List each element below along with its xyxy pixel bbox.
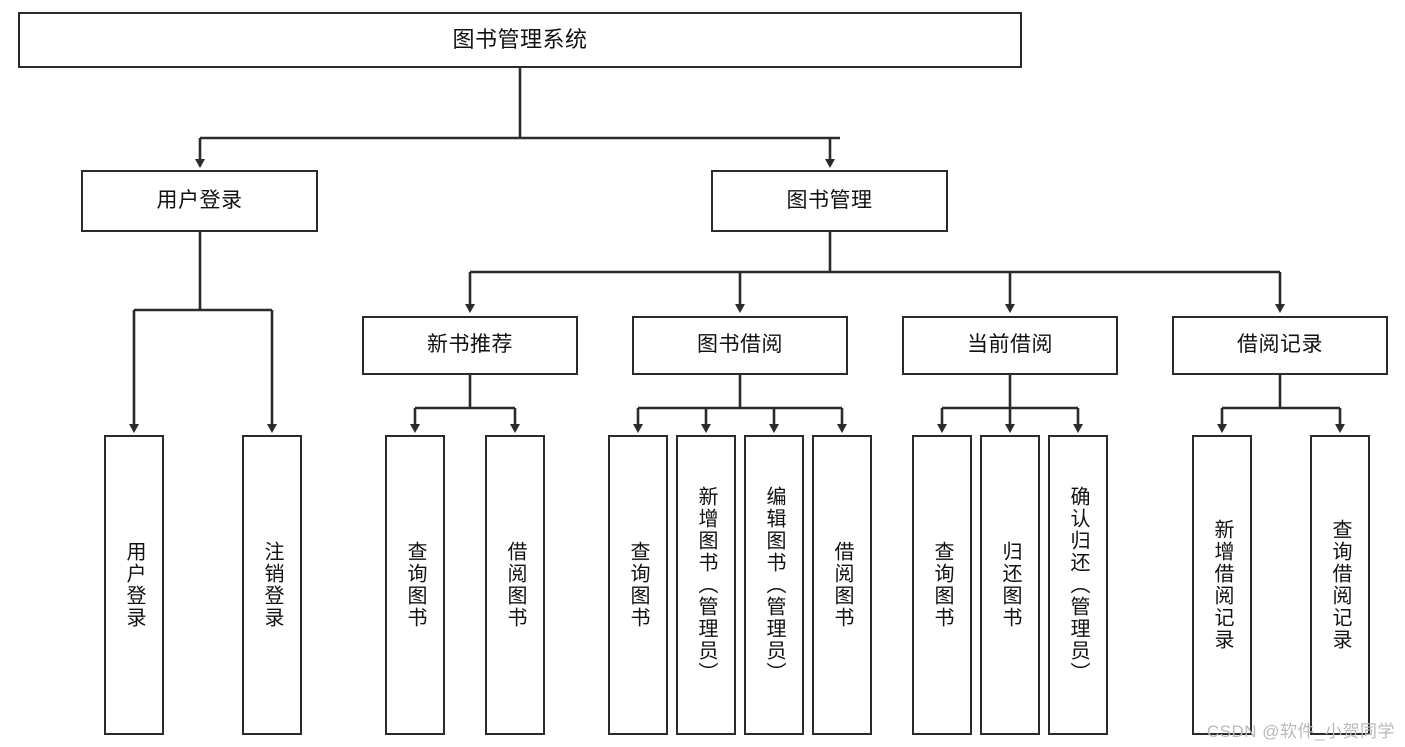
- node-current-borrow-label: 当前借阅: [967, 333, 1053, 357]
- node-leaf-edit-book[interactable]: 编辑图书（管理员）: [744, 435, 804, 735]
- node-book-management-label: 图书管理: [786, 188, 873, 212]
- node-root[interactable]: 图书管理系统: [18, 12, 1022, 68]
- node-new-book-recommend[interactable]: 新书推荐: [362, 316, 578, 375]
- node-borrow-record[interactable]: 借阅记录: [1172, 316, 1388, 375]
- node-leaf-query-book-1-label: 查询图书: [404, 541, 426, 629]
- node-leaf-confirm-return-label: 确认归还（管理员）: [1067, 486, 1089, 684]
- node-book-borrow[interactable]: 图书借阅: [632, 316, 848, 375]
- node-leaf-add-record-label: 新增借阅记录: [1211, 519, 1233, 651]
- node-book-management[interactable]: 图书管理: [711, 170, 948, 232]
- node-leaf-borrow-book-2-label: 借阅图书: [831, 541, 853, 629]
- node-leaf-logout[interactable]: 注销登录: [242, 435, 302, 735]
- node-leaf-add-record[interactable]: 新增借阅记录: [1192, 435, 1252, 735]
- node-leaf-user-login[interactable]: 用户登录: [104, 435, 164, 735]
- node-borrow-record-label: 借阅记录: [1237, 333, 1323, 357]
- node-root-label: 图书管理系统: [452, 27, 588, 53]
- node-leaf-query-book-2-label: 查询图书: [627, 541, 649, 629]
- node-leaf-query-book-3[interactable]: 查询图书: [912, 435, 972, 735]
- node-leaf-query-book-2[interactable]: 查询图书: [608, 435, 668, 735]
- node-leaf-query-book-1[interactable]: 查询图书: [385, 435, 445, 735]
- node-book-borrow-label: 图书借阅: [697, 333, 783, 357]
- node-leaf-confirm-return[interactable]: 确认归还（管理员）: [1048, 435, 1108, 735]
- node-current-borrow[interactable]: 当前借阅: [902, 316, 1118, 375]
- node-leaf-add-book-label: 新增图书（管理员）: [695, 486, 717, 684]
- node-leaf-logout-label: 注销登录: [261, 541, 283, 629]
- node-leaf-borrow-book-1-label: 借阅图书: [504, 541, 526, 629]
- node-user-login[interactable]: 用户登录: [81, 170, 318, 232]
- csdn-watermark: CSDN @软件_小贺同学: [1206, 722, 1395, 741]
- node-user-login-label: 用户登录: [156, 188, 243, 212]
- node-leaf-query-record[interactable]: 查询借阅记录: [1310, 435, 1370, 735]
- node-leaf-return-book[interactable]: 归还图书: [980, 435, 1040, 735]
- node-leaf-borrow-book-1[interactable]: 借阅图书: [485, 435, 545, 735]
- node-leaf-return-book-label: 归还图书: [999, 541, 1021, 629]
- node-new-book-recommend-label: 新书推荐: [427, 333, 513, 357]
- node-leaf-query-record-label: 查询借阅记录: [1329, 519, 1351, 651]
- node-leaf-borrow-book-2[interactable]: 借阅图书: [812, 435, 872, 735]
- node-leaf-query-book-3-label: 查询图书: [931, 541, 953, 629]
- node-leaf-add-book[interactable]: 新增图书（管理员）: [676, 435, 736, 735]
- node-leaf-user-login-label: 用户登录: [123, 541, 145, 629]
- node-leaf-edit-book-label: 编辑图书（管理员）: [763, 486, 785, 684]
